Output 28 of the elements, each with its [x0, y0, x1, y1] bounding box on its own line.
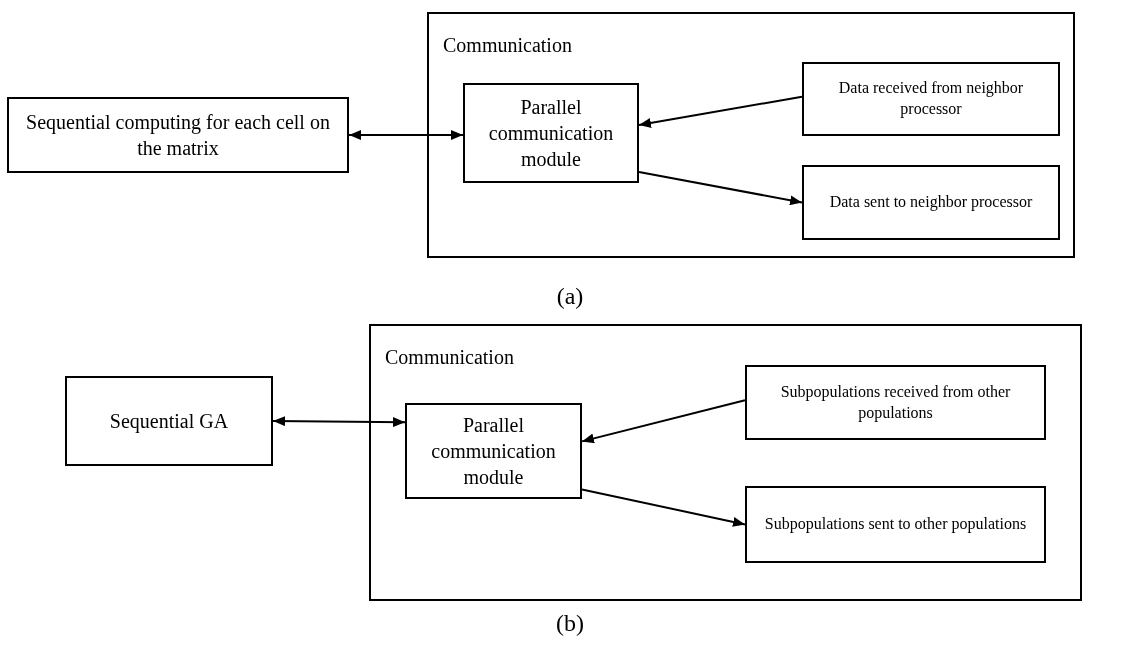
arrow: [581, 399, 746, 444]
process-box: [405, 403, 582, 499]
panel-label: (a): [556, 282, 584, 310]
box-text: Subpopulations received from other populations: [779, 381, 1012, 424]
group-heading: Communication: [385, 345, 514, 370]
box-text: Data received from neighbor processor: [837, 78, 1025, 120]
group-frame: [427, 12, 1075, 258]
arrow: [638, 95, 803, 128]
process-box: [745, 486, 1046, 563]
process-box: [7, 97, 349, 173]
box-text: Parallel communication module: [430, 413, 557, 490]
process-box: [802, 62, 1060, 136]
process-box: [65, 376, 273, 466]
arrow: [272, 416, 406, 428]
process-box: [802, 165, 1060, 240]
arrow: [581, 488, 746, 527]
box-text: Sequential GA: [109, 409, 229, 434]
box-text: Sequential computing for each cell on the matrix: [25, 110, 331, 161]
arrow: [638, 171, 803, 206]
process-box: [745, 365, 1046, 440]
box-text: Data sent to neighbor processor: [829, 192, 1033, 213]
arrow: [348, 130, 464, 140]
process-box: [463, 83, 639, 183]
panel-label: (b): [556, 609, 584, 637]
box-text: Parallel communication module: [487, 95, 615, 172]
box-text: Subpopulations sent to other populations: [764, 514, 1027, 535]
group-frame: [369, 324, 1082, 601]
group-heading: Communication: [443, 33, 572, 58]
